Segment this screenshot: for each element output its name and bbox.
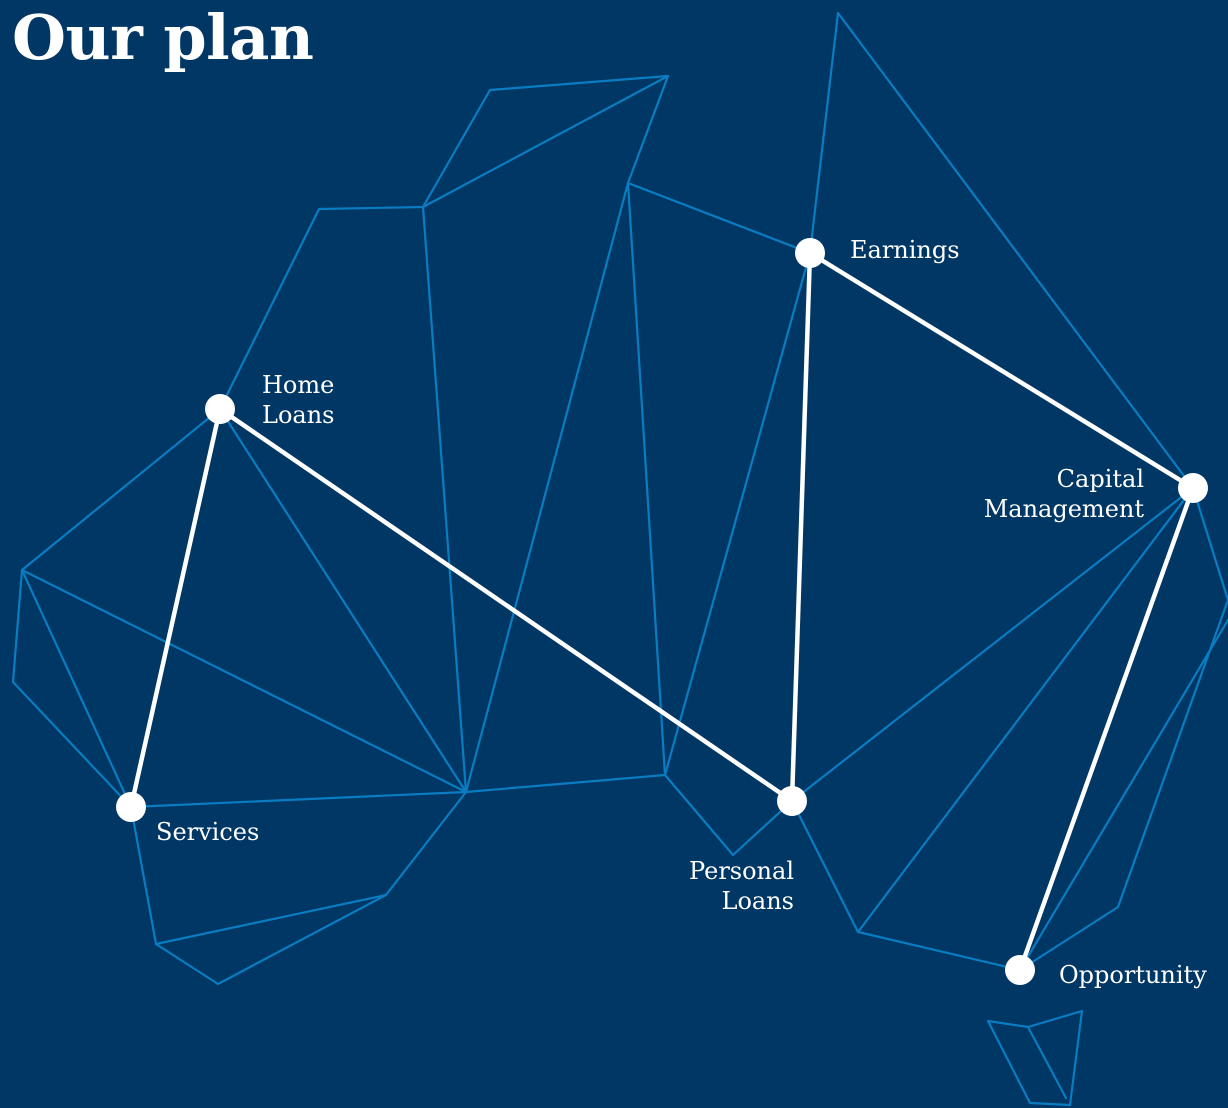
- node-personal-loans-dot: [777, 786, 807, 816]
- node-opportunity-dot: [1005, 955, 1035, 985]
- node-services-dot: [116, 792, 146, 822]
- node-earnings-label: Earnings: [850, 235, 960, 265]
- node-earnings-text: Earnings: [850, 236, 960, 264]
- node-home-loans-line2: Loans: [262, 401, 335, 429]
- page-title: Our plan: [12, 1, 314, 74]
- node-capital-management-line2: Management: [983, 495, 1144, 523]
- node-capital-management-dot: [1178, 473, 1208, 503]
- node-home-loans-line1: Home: [262, 371, 335, 399]
- node-services-label: Services: [156, 817, 259, 847]
- node-earnings-dot: [795, 238, 825, 268]
- node-personal-loans-line1: Personal: [689, 857, 794, 885]
- node-personal-loans-line2: Loans: [721, 887, 794, 915]
- node-home-loans-label: Home Loans: [262, 370, 334, 430]
- node-services-text: Services: [156, 818, 260, 846]
- node-personal-loans-label: Personal Loans: [689, 856, 794, 916]
- node-capital-management-line1: Capital: [1056, 465, 1144, 493]
- mesh-lines: [11, 11, 1228, 1107]
- node-opportunity-text: Opportunity: [1059, 961, 1207, 989]
- node-opportunity-label: Opportunity: [1059, 960, 1207, 990]
- node-home-loans-dot: [205, 394, 235, 424]
- node-capital-management-label: Capital Management: [984, 464, 1144, 524]
- plan-path: [128, 250, 1196, 973]
